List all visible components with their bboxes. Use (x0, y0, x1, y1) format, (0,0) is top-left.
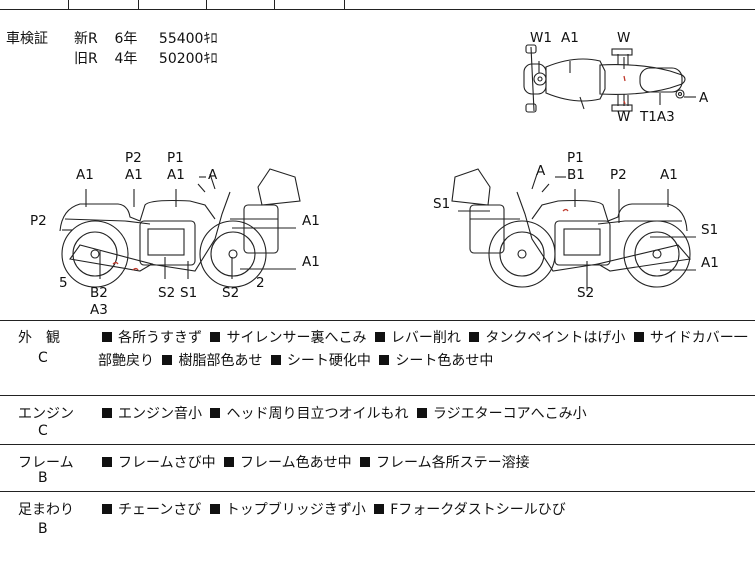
registration-old: 旧R 4年 50200ｷﾛ (74, 49, 217, 69)
section-name: エンジン (18, 406, 74, 422)
label-s2: S2 (222, 285, 239, 301)
label-w: W (617, 109, 630, 125)
label-a: A (699, 90, 709, 106)
label-a: A (208, 167, 218, 183)
registration-new: 新R 6年 55400ｷﾛ (74, 29, 217, 49)
header-cell (274, 0, 345, 9)
label-p2: P2 (610, 167, 627, 183)
label-w: W (617, 30, 630, 46)
bullet-square-icon (374, 504, 385, 514)
section-notes: 各所うすきず サイレンサー裏へこみ レバー削れ タンクペイントはげ小 サイドカバ… (98, 330, 748, 369)
section-frame: フレーム B フレームさび中 フレーム色あせ中 フレーム各所ステー溶接 (0, 445, 755, 492)
section-grade: C (38, 423, 48, 439)
label-2: 2 (256, 275, 265, 291)
header-cell (68, 0, 139, 9)
label-a1: A1 (167, 167, 185, 183)
bullet-square-icon (162, 355, 173, 365)
label-a1: A1 (701, 255, 719, 271)
label-b1: B1 (567, 167, 585, 183)
label-a1: A1 (660, 167, 678, 183)
section-grade: B (38, 470, 48, 486)
bullet-square-icon (102, 408, 112, 418)
label-p1: P1 (567, 150, 584, 166)
left-side-view-bike (59, 168, 301, 288)
condition-diagram: 車検証 新R 6年 55400ｷﾛ 旧R 4年 50200ｷﾛ (0, 9, 755, 321)
section-grade: C (38, 350, 48, 366)
bullet-square-icon (210, 408, 221, 418)
section-notes: エンジン音小 ヘッド周り目立つオイルもれ ラジエターコアへこみ小 (98, 403, 748, 426)
section-name: フレーム (18, 455, 74, 471)
label-s1: S1 (180, 285, 197, 301)
section-notes: チェーンさび トップブリッジきず小 Fフォークダストシールひび (98, 499, 748, 522)
label-a: A (536, 163, 546, 179)
header-cell (0, 0, 69, 9)
bullet-square-icon (469, 332, 480, 342)
section-grade: B (38, 521, 48, 537)
right-side-view-bike (451, 168, 692, 288)
label-a1: A1 (561, 30, 579, 46)
section-notes: フレームさび中 フレーム色あせ中 フレーム各所ステー溶接 (98, 452, 748, 475)
section-name: 外 観 (18, 330, 60, 346)
section-suspension: 足まわり B チェーンさび トップブリッジきず小 Fフォークダストシールひび (0, 492, 755, 561)
reg-new-year: 6年 (114, 31, 138, 47)
bullet-square-icon (209, 504, 220, 514)
bullet-square-icon (102, 332, 112, 342)
label-a1: A1 (76, 167, 94, 183)
label-w1: W1 (530, 30, 552, 46)
section-exterior: 外 観 C 各所うすきず サイレンサー裏へこみ レバー削れ タンクペイントはげ小… (0, 320, 755, 396)
header-cell (206, 0, 275, 9)
reg-old-year: 4年 (114, 51, 138, 67)
bike-diagrams: W1 A1 W W T1A3 A P2 A1 P1 A1 A A1 P2 A1 … (30, 30, 719, 318)
label-p2: P2 (125, 150, 142, 166)
label-s2: S2 (577, 285, 594, 301)
header-strip (0, 0, 755, 10)
label-s1: S1 (701, 222, 718, 238)
reg-new-km: 55400ｷﾛ (158, 31, 218, 47)
label-p1: P1 (167, 150, 184, 166)
reg-old-kind: 旧R (74, 51, 98, 67)
bullet-square-icon (374, 332, 385, 342)
reg-new-kind: 新R (74, 31, 98, 47)
label-a3: A3 (90, 302, 108, 318)
label-t1a3: T1A3 (639, 109, 675, 125)
bullet-square-icon (224, 457, 235, 467)
label-s2: S2 (158, 285, 175, 301)
label-5: 5 (59, 275, 68, 291)
bullet-square-icon (416, 408, 427, 418)
bullet-square-icon (210, 332, 221, 342)
bullet-square-icon (633, 332, 644, 342)
label-a1: A1 (302, 213, 320, 229)
bullet-square-icon (379, 355, 390, 365)
bullet-square-icon (270, 355, 281, 365)
header-cell (138, 0, 207, 9)
bullet-square-icon (102, 457, 112, 467)
registration-label: 車検証 (6, 31, 48, 47)
label-b2: B2 (90, 285, 108, 301)
bullet-square-icon (102, 504, 112, 514)
bullet-square-icon (360, 457, 371, 467)
label-leaders (62, 57, 696, 291)
reg-old-km: 50200ｷﾛ (158, 51, 218, 67)
label-s1: S1 (433, 196, 450, 212)
top-view-bike (523, 44, 686, 113)
damage-marks (112, 75, 626, 271)
label-a1: A1 (302, 254, 320, 270)
section-engine: エンジン C エンジン音小 ヘッド周り目立つオイルもれ ラジエターコアへこみ小 (0, 396, 755, 445)
label-p2: P2 (30, 213, 47, 229)
label-a1: A1 (125, 167, 143, 183)
section-name: 足まわり (18, 502, 74, 518)
